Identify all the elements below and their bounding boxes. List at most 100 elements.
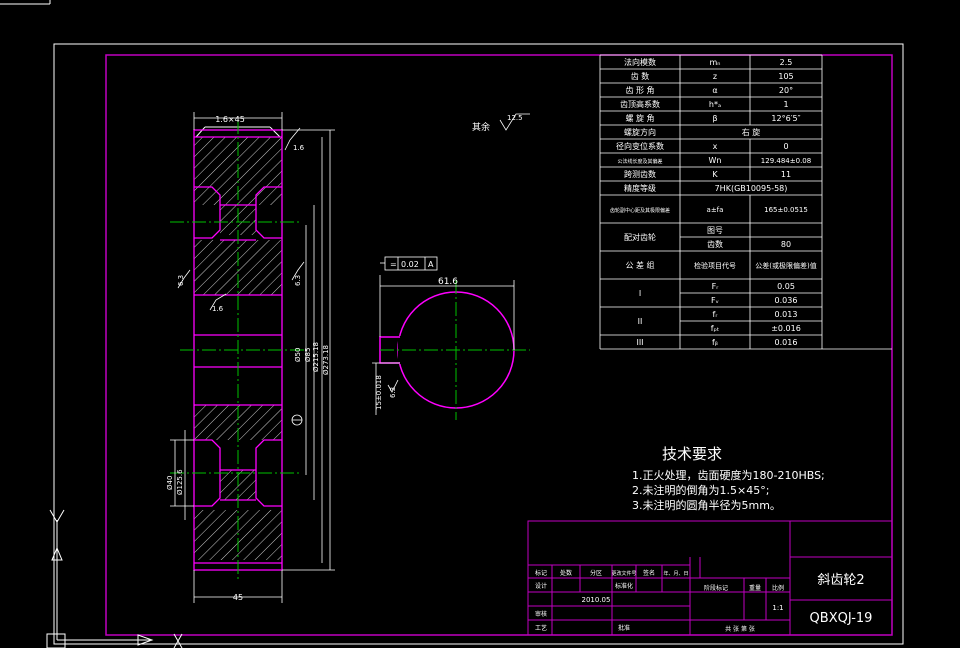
ra-left: 6.3 — [177, 275, 185, 286]
tol-value: ±0.016 — [771, 324, 801, 333]
param-symbol: h*ₐ — [709, 100, 721, 109]
param-value: 165±0.0515 — [764, 206, 808, 214]
param-label: 齿 数 — [631, 71, 650, 81]
tb-approve: 批准 — [618, 624, 630, 632]
tb-date: 2010.05 — [582, 596, 611, 604]
param-value: 20° — [779, 86, 793, 95]
ra-right-mid: 6.3 — [294, 275, 302, 286]
ucs-icon — [46, 509, 183, 648]
param-label: 螺旋方向 — [624, 127, 656, 137]
param-symbol: α — [712, 86, 717, 95]
param-value: 7HK(GB10095-58) — [715, 184, 788, 193]
tol-value: 0.016 — [775, 338, 798, 347]
param-table: 法向模数 mₙ 2.5 齿 数 z 105 齿 形 角 α 20° 齿顶高系数 h*ₐ 1 螺 旋 角 β… — [599, 54, 892, 350]
param-label: 精度等级 — [624, 183, 656, 193]
param-label: 齿 形 角 — [625, 85, 654, 95]
param-value: 0 — [783, 142, 788, 151]
ra-right-top: 1.6 — [293, 144, 305, 152]
tb-count: 处数 — [560, 569, 572, 577]
tol-symbol: Fᵥ — [711, 296, 719, 305]
tb-sign: 签名 — [643, 569, 655, 577]
tech-item: 1.正火处理，齿面硬度为180-210HBS; — [632, 469, 825, 482]
tb-design: 设计 — [535, 582, 547, 590]
dim-hole1: Ø40 — [166, 476, 174, 490]
tb-change-doc: 更改文件号 — [611, 570, 636, 577]
tech-title: 技术要求 — [662, 445, 723, 463]
roughness-general: 12.5 — [507, 114, 523, 122]
dim-hole2: Ø125.6 — [176, 469, 184, 495]
tech-item: 3.未注明的圆角半径为5mm。 — [632, 499, 781, 512]
tol-symbol: Fᵣ — [712, 282, 720, 291]
dim-d1: Ø85 — [304, 348, 312, 362]
param-symbol: 齿数 — [707, 239, 723, 249]
dim-d2: Ø215.18 — [312, 342, 320, 372]
dim-d3: Ø273.18 — [322, 345, 330, 375]
param-value: 公差(或极限偏差)值 — [755, 261, 816, 270]
param-value: 105 — [778, 72, 793, 81]
tb-ratio: 比例 — [772, 584, 784, 592]
title-block: 标记 处数 分区 更改文件号 签名 年、月、日 设计 2010.05 标准化 审… — [527, 520, 893, 636]
tol-symbol: = — [390, 260, 397, 269]
tech-requirements: 技术要求 1.正火处理，齿面硬度为180-210HBS; 2.未注明的倒角为1.… — [632, 443, 825, 513]
param-symbol: z — [713, 72, 717, 81]
param-label: 齿顶高系数 — [620, 99, 660, 109]
dim-keyway-depth: 15±0.018 — [375, 375, 383, 410]
tb-weight: 重量 — [749, 584, 761, 592]
dim-bottom-width: 45 — [233, 593, 243, 602]
tb-mark: 标记 — [535, 569, 547, 577]
param-label: 公 差 组 — [625, 260, 654, 270]
ra-key: 6.3 — [389, 387, 397, 398]
dim-top-chamfer: 1.6×45 — [215, 115, 245, 124]
outer-frame — [53, 43, 904, 645]
tb-zone: 分区 — [590, 569, 602, 577]
param-symbol: mₙ — [710, 58, 721, 67]
param-value: 129.484±0.08 — [761, 157, 811, 165]
param-symbol: a±fa — [707, 206, 724, 214]
tol-symbol: fᵦ — [712, 338, 718, 347]
param-label: 法向模数 — [624, 57, 656, 67]
param-label: 公法线长度及其偏差 — [617, 158, 662, 165]
param-symbol: β — [712, 114, 717, 123]
tol-group: II — [638, 317, 643, 326]
param-value: 12°6′5″ — [771, 114, 800, 123]
inner-frame — [105, 54, 893, 636]
param-symbol: K — [712, 170, 718, 179]
param-label: 跨测齿数 — [624, 169, 656, 179]
surface-note: 其余 — [472, 121, 490, 133]
param-label: 径向变位系数 — [616, 141, 664, 151]
tol-value: 0.013 — [775, 310, 798, 319]
param-symbol: Wn — [709, 156, 722, 165]
part-name: 斜齿轮2 — [817, 573, 864, 588]
tb-scale: 1:1 — [772, 604, 783, 612]
tol-symbol: fₚₜ — [711, 324, 720, 333]
bore-view: = 0.02 A 61.6 15±0.018 6.3 — [372, 256, 530, 420]
tb-stage: 阶段标记 — [704, 584, 728, 592]
tb-review: 审核 — [535, 610, 547, 618]
tb-ymd: 年、月、日 — [663, 570, 688, 577]
tech-item: 2.未注明的倒角为1.5×45°; — [632, 484, 770, 497]
tb-standardize: 标准化 — [615, 582, 633, 590]
gear-section: 1.6×45 45 1.6 6.3 6.3 1.6 Ø50 Ø85 Ø215.1… — [166, 112, 335, 603]
dim-keyway-width: 61.6 — [438, 277, 458, 287]
tol-symbol: fᵣ — [713, 310, 719, 319]
param-symbol: 图号 — [707, 226, 723, 235]
ra-hub: 1.6 — [212, 305, 224, 313]
tol-value: 0.02 — [401, 260, 419, 269]
drawing-number: QBXQJ-19 — [810, 611, 873, 626]
tol-value: 0.036 — [775, 296, 798, 305]
param-value: 80 — [781, 240, 791, 249]
param-label: 配对齿轮 — [624, 232, 656, 242]
param-symbol: x — [713, 142, 718, 151]
param-value: 1 — [783, 100, 788, 109]
dim-bore: Ø50 — [294, 348, 302, 362]
param-value: 右 旋 — [742, 127, 761, 137]
tol-value: 0.05 — [777, 282, 795, 291]
param-label: 螺 旋 角 — [625, 113, 654, 123]
tol-group: I — [639, 289, 641, 298]
param-symbol: 检验项目代号 — [694, 261, 736, 270]
roughness-symbol — [499, 113, 530, 131]
param-label: 齿轮副中心距及其极限偏差 — [610, 207, 670, 214]
tb-process: 工艺 — [535, 624, 547, 632]
param-value: 2.5 — [780, 58, 793, 67]
